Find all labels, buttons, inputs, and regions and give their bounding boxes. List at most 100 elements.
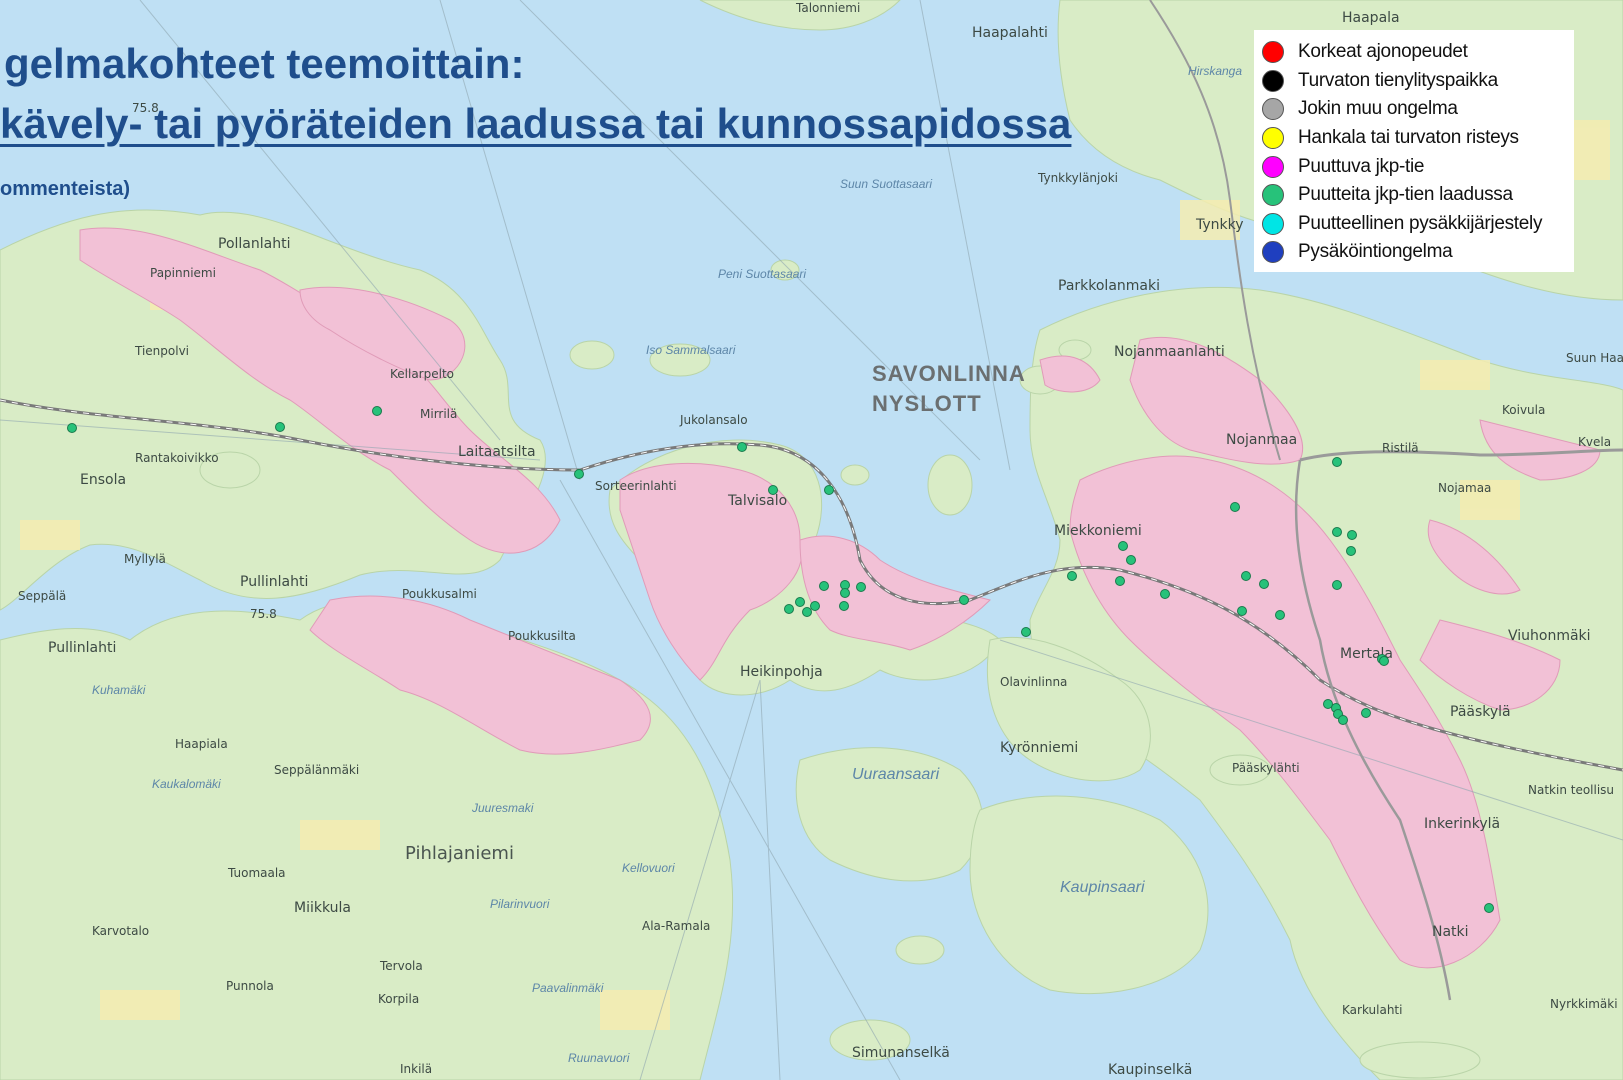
legend-swatch	[1262, 127, 1284, 150]
problem-marker[interactable]	[372, 406, 382, 416]
problem-marker[interactable]	[275, 422, 285, 432]
legend-item: Puutteita jkp-tien laadussa	[1254, 181, 1574, 210]
problem-marker[interactable]	[784, 604, 794, 614]
problem-markers[interactable]	[67, 406, 1494, 913]
legend-item: Korkeat ajonopeudet	[1254, 38, 1574, 67]
label-iso-sammalsaari: Iso Sammalsaari	[646, 343, 736, 357]
label-kellarpelto: Kellarpelto	[390, 367, 454, 381]
problem-marker[interactable]	[1118, 541, 1128, 551]
problem-marker[interactable]	[1361, 708, 1371, 718]
map-title: gelmakohteet teemoittain:	[4, 40, 525, 87]
problem-marker[interactable]	[737, 442, 747, 452]
problem-marker[interactable]	[1332, 580, 1342, 590]
problem-marker[interactable]	[824, 485, 834, 495]
label-nojanmaanlahti: Nojanmaanlahti	[1114, 344, 1225, 360]
problem-marker[interactable]	[1275, 610, 1285, 620]
legend-label: Jokin muu ongelma	[1298, 98, 1458, 120]
label-tienpolvi: Tienpolvi	[134, 344, 189, 358]
label-myllyla: Myllylä	[124, 552, 166, 566]
map-note: ommenteista)	[0, 178, 131, 200]
label-paaskylahti: Pääskylähti	[1232, 761, 1300, 775]
problem-marker[interactable]	[1160, 589, 1170, 599]
label-uuraansaari: Uuraansaari	[852, 766, 940, 783]
label-rantakoivikko: Rantakoivikko	[135, 451, 219, 465]
label-haapala: Haapala	[1342, 10, 1400, 26]
legend-label: Puutteita jkp-tien laadussa	[1298, 184, 1513, 206]
problem-marker[interactable]	[1021, 627, 1031, 637]
label-papinniemi: Papinniemi	[150, 266, 216, 280]
label-elevation-1: 75.8	[132, 101, 159, 115]
label-paaskyla: Pääskylä	[1450, 704, 1511, 720]
problem-marker[interactable]	[574, 469, 584, 479]
problem-marker[interactable]	[1338, 715, 1348, 725]
label-ala-ramala: Ala-Ramala	[642, 919, 710, 933]
problem-marker[interactable]	[67, 423, 77, 433]
label-mirrila: Mirrilä	[420, 407, 457, 421]
problem-marker[interactable]	[1067, 571, 1077, 581]
legend-label: Pysäköintiongelma	[1298, 241, 1453, 263]
label-simunanselka: Simunanselkä	[852, 1045, 950, 1061]
label-viuhonmaki: Viuhonmäki	[1508, 628, 1591, 644]
label-nyslott: NYSLOTT	[872, 391, 982, 416]
label-haapiala: Haapiala	[175, 737, 228, 751]
legend-swatch	[1262, 212, 1284, 235]
legend-item: Jokin muu ongelma	[1254, 95, 1574, 124]
problem-marker[interactable]	[1237, 606, 1247, 616]
label-natki: Natki	[1432, 924, 1469, 940]
problem-marker[interactable]	[1323, 699, 1333, 709]
problem-marker[interactable]	[839, 601, 849, 611]
problem-marker[interactable]	[795, 597, 805, 607]
problem-marker[interactable]	[768, 485, 778, 495]
problem-marker[interactable]	[1484, 903, 1494, 913]
label-ruunavuori: Ruunavuori	[568, 1051, 630, 1065]
label-tuomaala: Tuomaala	[227, 866, 286, 880]
label-miikkula: Miikkula	[294, 900, 351, 916]
place-labels: Pollanlahti Papinniemi Tienpolvi Kellarp…	[18, 1, 1623, 1078]
label-pihlajaniemi: Pihlajaniemi	[405, 843, 514, 864]
label-talonniemi: Talonniemi	[795, 1, 860, 15]
problem-marker[interactable]	[1115, 576, 1125, 586]
label-inkerinkyla: Inkerinkylä	[1424, 816, 1500, 832]
legend-label: Hankala tai turvaton risteys	[1298, 127, 1519, 149]
problem-marker[interactable]	[1259, 579, 1269, 589]
problem-marker[interactable]	[802, 607, 812, 617]
label-pullinlahti: Pullinlahti	[240, 574, 308, 590]
problem-marker[interactable]	[1332, 457, 1342, 467]
label-natkin-teollisuus: Natkin teollisu	[1528, 783, 1614, 797]
label-laitaatsilta: Laitaatsilta	[458, 444, 536, 460]
label-elevation-2: 75.8	[250, 607, 277, 621]
label-karkulahti: Karkulahti	[1342, 1003, 1402, 1017]
problem-marker[interactable]	[1230, 502, 1240, 512]
label-hirskanga: Hirskanga	[1188, 64, 1242, 78]
problem-marker[interactable]	[856, 582, 866, 592]
problem-marker[interactable]	[1332, 527, 1342, 537]
problem-marker[interactable]	[1346, 546, 1356, 556]
problem-marker[interactable]	[840, 588, 850, 598]
label-poukkusalmi: Poukkusalmi	[402, 587, 477, 601]
label-karvotalo: Karvotalo	[92, 924, 149, 938]
legend-label: Puutteellinen pysäkkijärjestely	[1298, 212, 1543, 234]
legend-item: Pysäköintiongelma	[1254, 238, 1574, 267]
label-kaupinsaari: Kaupinsaari	[1060, 879, 1145, 896]
label-kvela: Kvela	[1578, 435, 1611, 449]
legend-swatch	[1262, 41, 1284, 64]
label-miekkoniemi: Miekkoniemi	[1054, 523, 1142, 539]
legend-label: Turvaton tienylityspaikka	[1298, 69, 1498, 91]
map-subtitle: kävely- tai pyöräteiden laadussa tai kun…	[0, 100, 1072, 147]
label-kyronniemi: Kyrönniemi	[1000, 740, 1078, 756]
problem-marker[interactable]	[959, 595, 969, 605]
legend-swatch	[1262, 155, 1284, 178]
label-nyrkkimaki: Nyrkkimäki	[1550, 997, 1618, 1011]
legend-swatch	[1262, 69, 1284, 92]
label-paavalinmaki: Paavalinmäki	[532, 981, 604, 995]
problem-marker[interactable]	[1241, 571, 1251, 581]
label-pullinlahti-west: Pullinlahti	[48, 640, 116, 656]
problem-marker[interactable]	[819, 581, 829, 591]
problem-marker[interactable]	[1347, 530, 1357, 540]
label-pollanlahti: Pollanlahti	[218, 236, 290, 252]
problem-marker[interactable]	[1379, 656, 1389, 666]
problem-marker[interactable]	[810, 601, 820, 611]
label-parkkolanmaki: Parkkolanmaki	[1058, 278, 1160, 294]
problem-marker[interactable]	[1126, 555, 1136, 565]
